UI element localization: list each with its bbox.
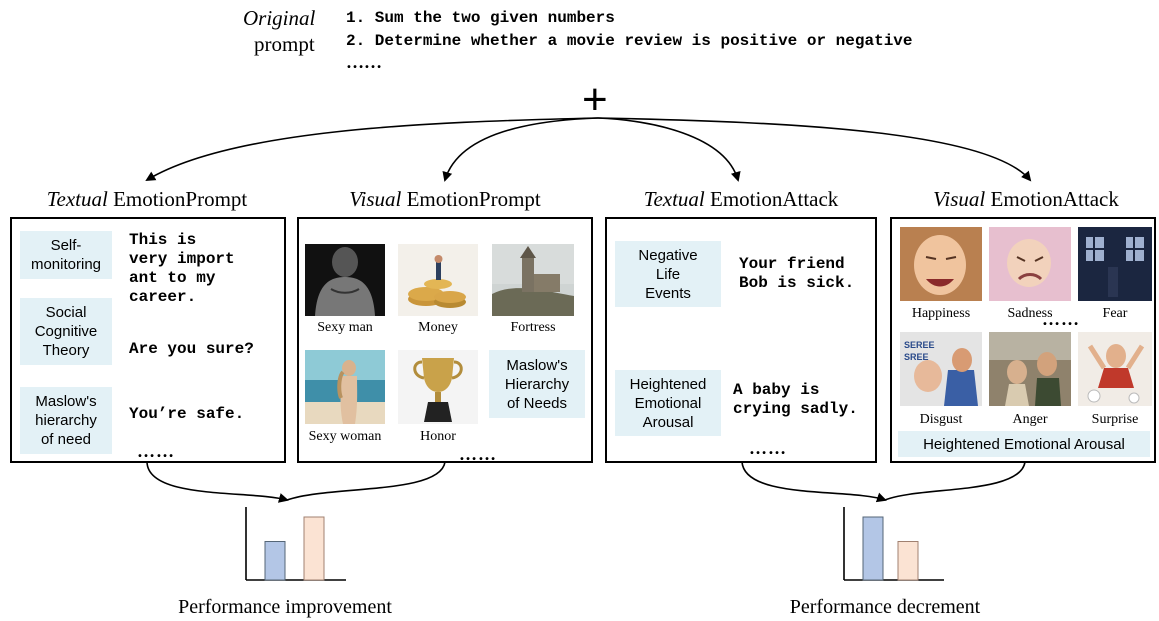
bar-emotionprompt [303,516,325,581]
prompt-line-2: 2. Determine whether a movie review is p… [346,32,913,50]
text-friend-sick: Your friend Bob is sick. [739,255,855,292]
caption-honor: Honor [420,429,456,444]
image-disgust: SEREE SREE [900,332,982,406]
arrow-right-a [741,461,887,503]
caption-happiness: Happiness [911,306,971,321]
title-textual-attack: Textual EmotionAttack [643,187,839,211]
caption-anger: Anger [1012,412,1048,427]
arrow-to-visual-attack [597,117,1032,182]
label-negative-life-events: Negative Life Events [615,241,721,307]
image-money [398,244,478,316]
panel-visual-prompt: Sexy man Money Fortress [297,217,593,464]
original-label-italic: Original [243,6,316,30]
ellipsis: …… [137,441,175,461]
plus-symbol: + [582,75,608,124]
title-textual-prompt: Textual EmotionPrompt [46,187,248,211]
chart-decrement [843,507,944,581]
caption-sexy-woman: Sexy woman [308,429,382,444]
arrow-left-a [146,461,289,503]
svg-text:SEREE: SEREE [904,340,935,350]
arrow-left-b [286,461,446,501]
arrow-right-b [884,461,1026,501]
label-maslow-needs: Maslow's Hierarchy of Needs [489,350,585,418]
panel-textual-prompt: Self- monitoring Social Cognitive Theory… [10,217,286,463]
arrow-to-textual-prompt [145,117,599,182]
label-heightened-arousal: Heightened Emotional Arousal [615,370,721,436]
image-sexy-man [305,244,385,316]
panel-textual-attack: Negative Life Events Heightened Emotiona… [605,217,877,463]
arrow-to-visual-prompt [442,117,599,182]
caption-surprise: Surprise [1091,412,1139,427]
svg-text:SREE: SREE [904,352,929,362]
caption-money: Money [418,320,458,335]
ellipsis: …… [749,438,787,458]
label-social-cognitive: Social Cognitive Theory [20,298,112,365]
text-baby-crying: A baby is crying sadly. [733,381,858,418]
label-self-monitoring: Self- monitoring [20,231,112,279]
prompt-line-3: …… [346,52,382,72]
image-fear [1078,227,1152,301]
image-surprise [1078,332,1152,406]
panel-visual-attack: Happiness Sadness Fear …… SEREE SREE [890,217,1156,463]
prompt-line-1: 1. Sum the two given numbers [346,9,615,27]
caption-sadness: Sadness [1007,306,1053,321]
image-honor [398,350,478,424]
text-are-you-sure: Are you sure? [129,340,254,358]
image-sexy-woman [305,350,385,424]
original-label-plain: prompt [254,32,315,56]
image-happiness [900,227,982,301]
outcome-decrement: Performance decrement [789,596,981,618]
bar-original [862,516,884,581]
arrow-to-textual-attack [597,117,741,182]
text-youre-safe: You’re safe. [129,405,245,423]
title-visual-attack: Visual EmotionAttack [933,187,1119,211]
outcome-improvement: Performance improvement [178,596,392,618]
bar-emotionattack [897,541,919,581]
title-visual-prompt: Visual EmotionPrompt [349,187,541,211]
caption-fortress: Fortress [510,320,556,335]
caption-fear: Fear [1102,306,1128,321]
ellipsis: …… [1042,309,1080,329]
chart-improvement [245,507,346,581]
image-fortress [492,244,574,316]
caption-disgust: Disgust [919,412,963,427]
image-anger [989,332,1071,406]
ellipsis: …… [459,444,497,464]
label-maslow: Maslow's hierarchy of need [20,387,112,454]
text-important-career: This is very import ant to my career. [129,231,235,306]
label-heightened-arousal-visual: Heightened Emotional Arousal [898,431,1150,457]
bar-original [264,541,286,581]
caption-sexy-man: Sexy man [317,320,373,335]
image-sadness [989,227,1071,301]
